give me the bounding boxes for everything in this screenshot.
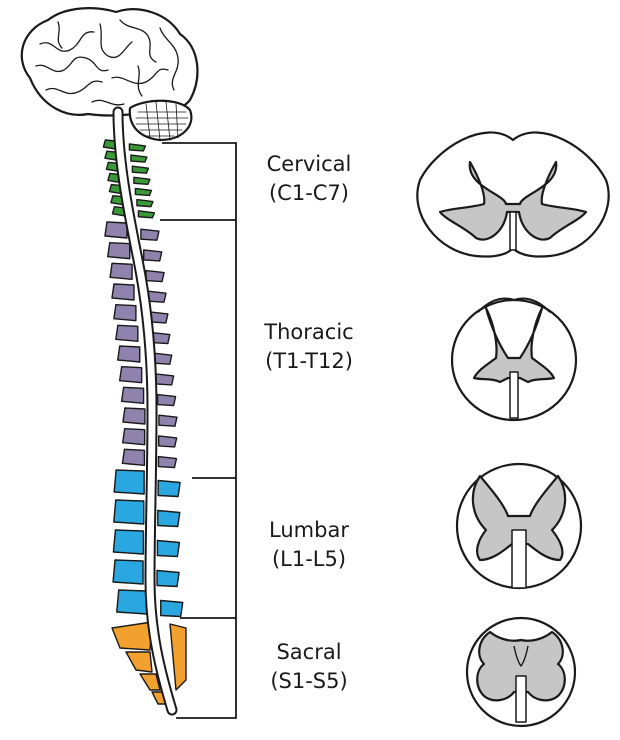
vertebra-t11-body [123,429,145,445]
bracket-thoracic [192,220,236,478]
vertebra-t4-process [148,291,166,302]
region-name-lumbar: Lumbar [234,516,384,545]
region-range-cervical: (C1-C7) [234,179,384,208]
vertebra-t2-process [144,250,162,261]
label-sacral: Sacral (S1-S5) [234,638,384,696]
cross-section-thoracic [452,299,576,421]
vertebra-l5-body [117,590,147,614]
sacral-segment-s1 [112,622,152,650]
cerebellum [130,101,192,140]
label-cervical: Cervical (C1-C7) [234,150,384,208]
vertebra-l3-process [157,541,179,557]
vertebra-c7-process [138,211,154,218]
region-name-cervical: Cervical [234,150,384,179]
vertebra-t7-body [118,346,140,362]
vertebra-l2-process [158,511,180,527]
vertebra-t10-body [123,408,145,424]
vertebra-l1-body [114,470,144,494]
vertebra-t7-process [154,353,172,364]
vertebra-l1-process [158,481,180,497]
vertebra-t3-process [146,271,164,282]
cerebrum-outline [22,8,198,115]
cross-section-sacral [467,618,575,726]
bracket-cervical [160,143,236,220]
vertebra-l3-body [113,530,143,554]
region-name-thoracic: Thoracic [234,318,384,347]
vertebra-c6-process [137,200,153,207]
vertebra-c2-process [131,155,147,162]
vertebra-t9-process [158,395,176,406]
region-range-lumbar: (L1-L5) [234,545,384,574]
cross-section-cervical [417,132,608,256]
vertebra-t3-body [110,263,132,279]
brain [22,8,198,140]
vertebra-t9-body [122,387,144,403]
cross-section-lumbar [457,464,581,588]
vertebra-c5-process [135,188,151,195]
region-name-sacral: Sacral [234,638,384,667]
region-range-thoracic: (T1-T12) [234,347,384,376]
sacral-segment-s2 [126,652,152,672]
label-thoracic: Thoracic (T1-T12) [234,318,384,376]
label-lumbar: Lumbar (L1-L5) [234,516,384,574]
vertebra-c3-process [132,166,148,173]
vertebra-c1-process [129,144,145,151]
vertebra-c1-body [103,140,115,149]
vertebra-t2-body [108,243,130,259]
vertebra-l4-process [157,571,179,587]
vertebra-t8-process [156,374,174,385]
vertebra-t12-process [158,457,176,468]
vertebra-t10-process [159,415,177,426]
bracket-lumbar [180,478,236,618]
vertebra-l4-body [113,560,143,584]
vertebra-c4-process [134,177,150,184]
vertebra-t8-body [120,367,142,383]
region-range-sacral: (S1-S5) [234,667,384,696]
vertebra-t6-body [116,325,138,341]
vertebra-t1-body [105,222,127,238]
vertebra-t11-process [159,436,177,447]
vertebra-t1-process [141,229,159,240]
sacral-segment-s5 [170,624,186,690]
vertebra-t4-body [112,284,134,300]
vertebra-t5-body [114,305,136,321]
vertebra-t12-body [122,449,144,465]
vertebra-l5-process [161,601,183,617]
vertebra-l2-body [114,500,144,524]
